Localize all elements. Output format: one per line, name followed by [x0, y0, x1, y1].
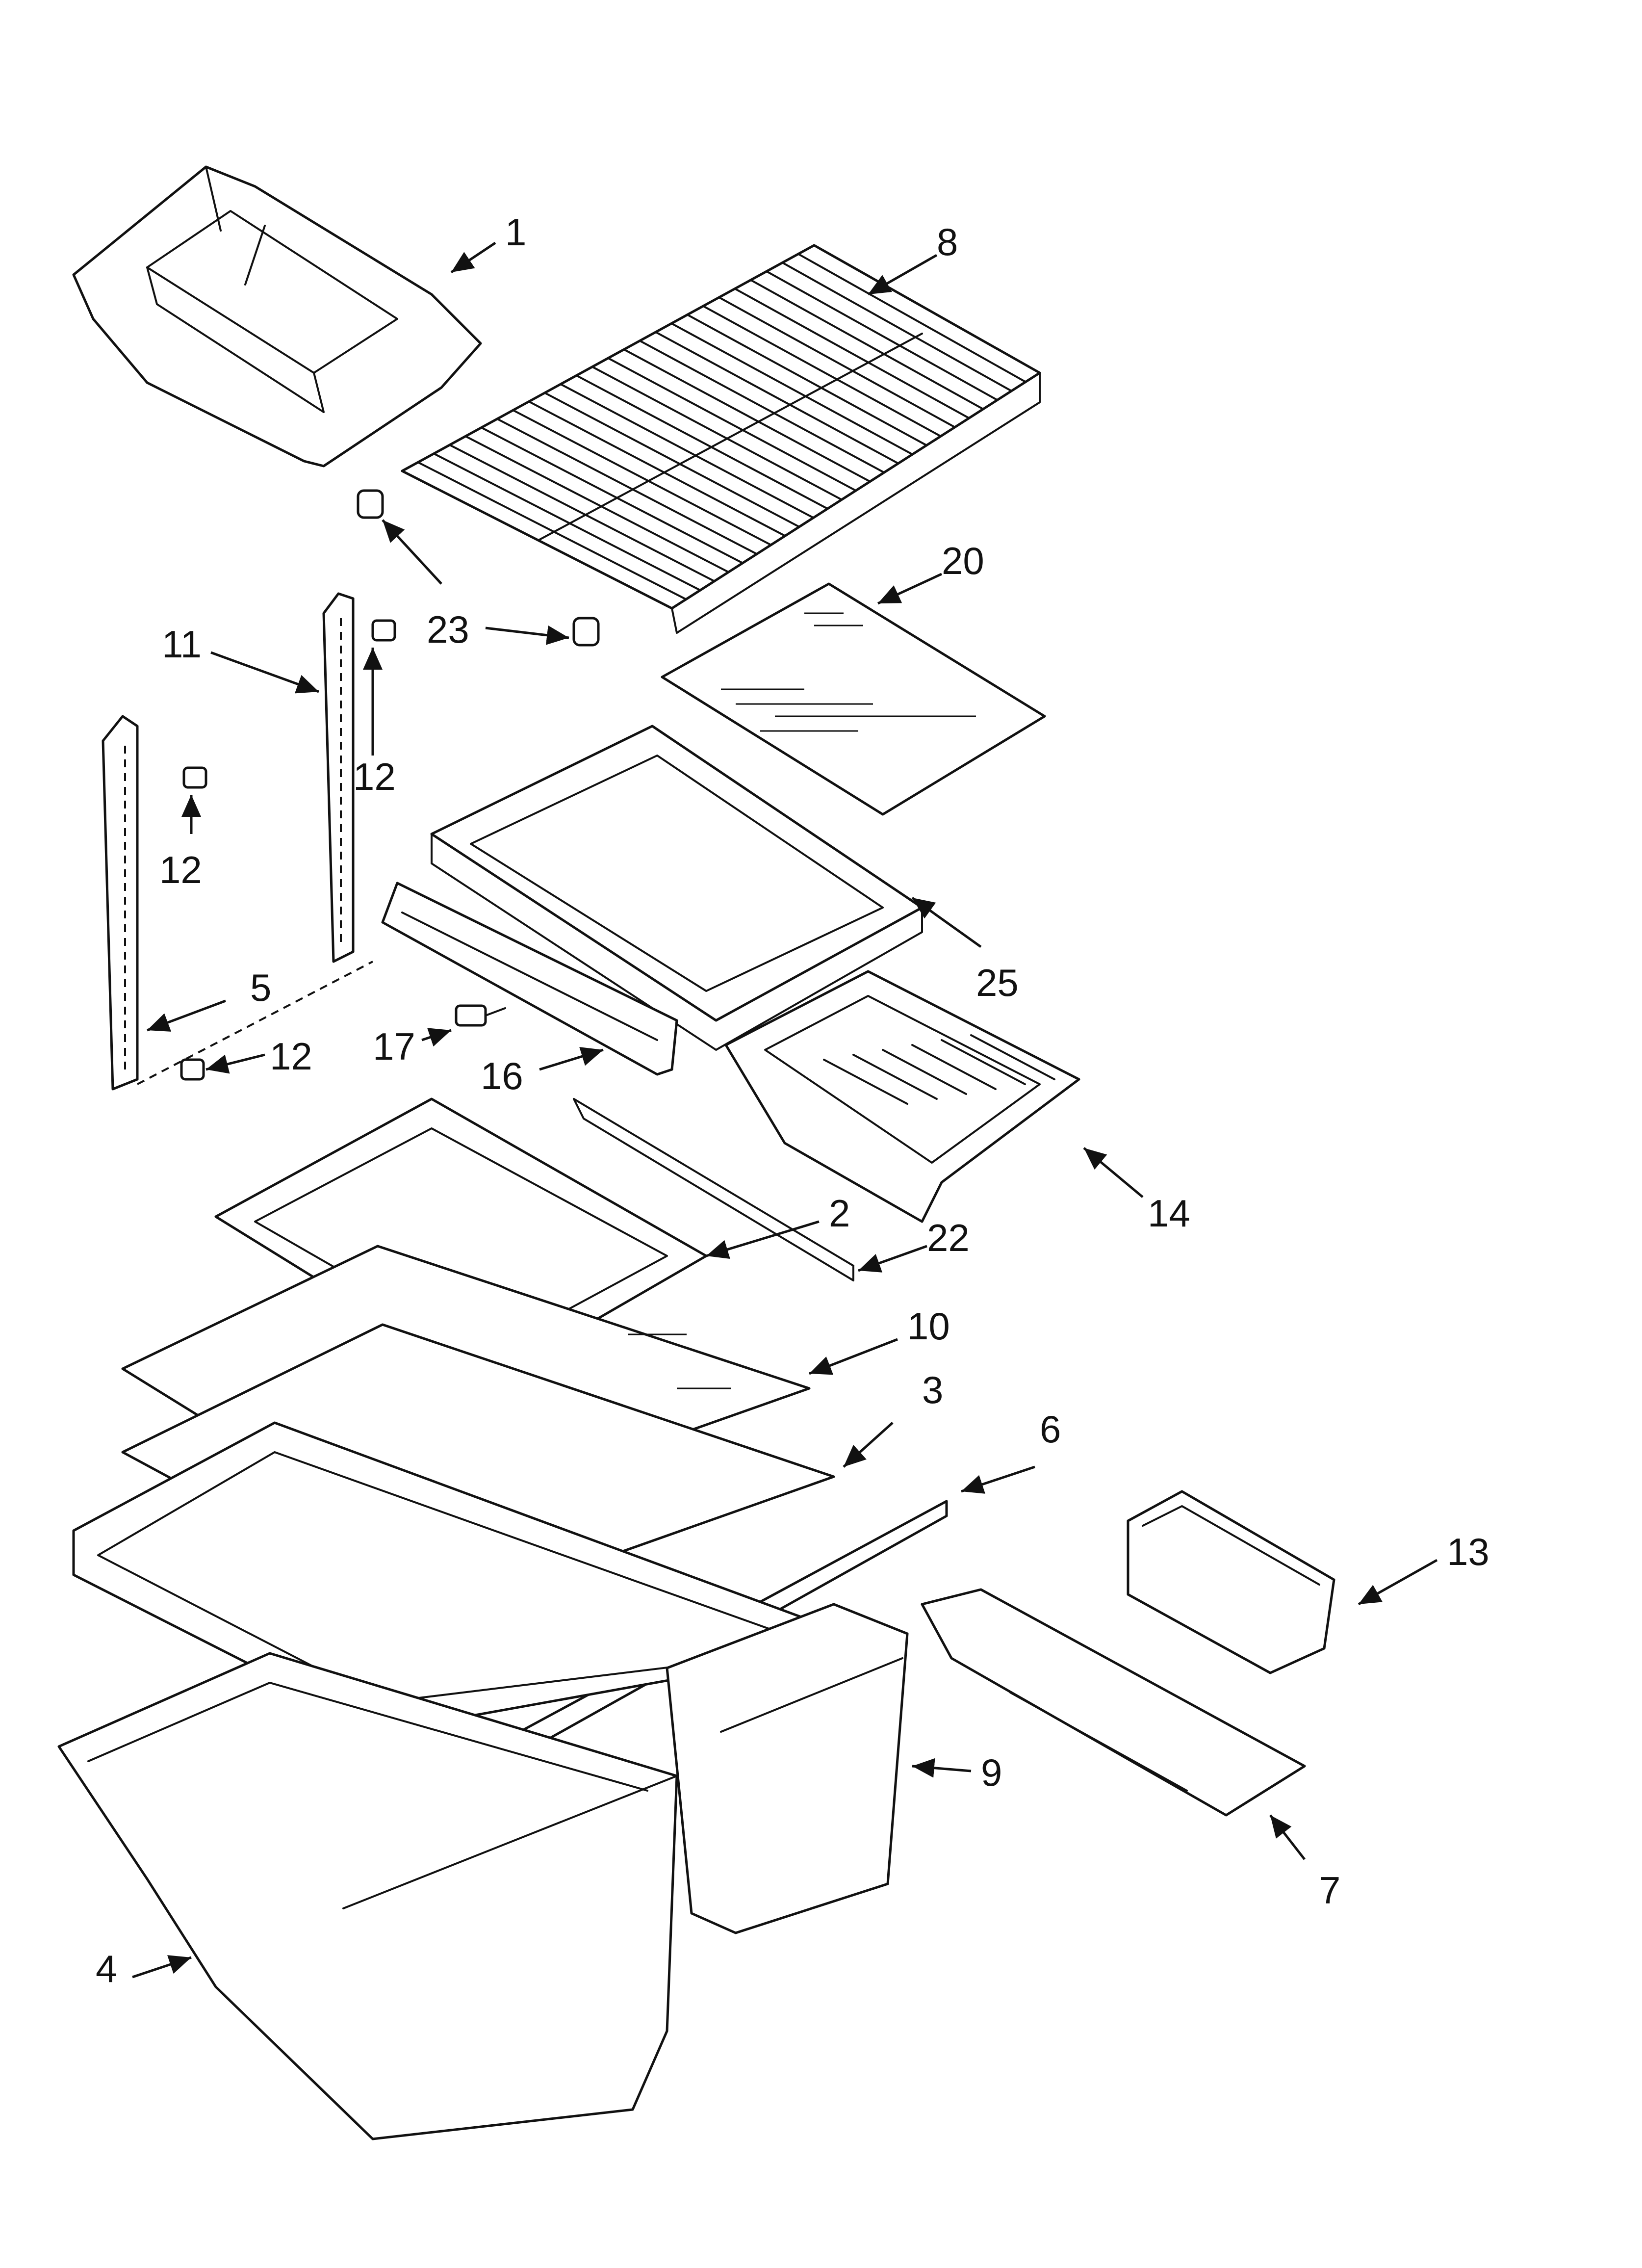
leader-lines: [132, 241, 1438, 1979]
part-7-shelf-rail: [921, 1588, 1306, 1817]
wire-rod: [433, 452, 701, 592]
wire-rod: [781, 261, 1013, 392]
drawer-rib: [911, 1044, 997, 1090]
wire-rod: [797, 253, 1027, 383]
wire-rod: [512, 409, 772, 546]
wire-rod: [686, 313, 928, 446]
callout-10: 10: [907, 1304, 950, 1348]
callout-12: 12: [159, 848, 202, 891]
part-16-support-rail: [381, 882, 678, 1076]
callout-12: 12: [270, 1035, 312, 1078]
drawer-rib: [882, 1049, 967, 1095]
wire-rod: [575, 374, 829, 510]
part-9-crisper-drawer: [666, 1603, 909, 1934]
wire-rod: [734, 287, 970, 419]
part-22-shelf-rail: [573, 1098, 854, 1281]
wire-rod: [718, 296, 956, 428]
wire-rod: [543, 391, 800, 528]
callout-17: 17: [373, 1025, 415, 1068]
callout-7: 7: [1319, 1869, 1340, 1912]
callout-23: 23: [427, 608, 469, 651]
wire-rod: [464, 435, 730, 574]
callout-14: 14: [1148, 1192, 1190, 1235]
part-20-glass-panel: [661, 582, 1046, 816]
wire-rod: [480, 426, 744, 564]
wire-rod: [639, 339, 885, 474]
callout-4: 4: [96, 1947, 117, 1990]
callout-9: 9: [981, 1751, 1002, 1794]
wire-rod: [528, 400, 786, 537]
callout-1: 1: [505, 210, 526, 254]
callout-8: 8: [937, 220, 958, 263]
callout-20: 20: [942, 539, 984, 582]
drawer-rib: [823, 1059, 908, 1105]
drawer-rib: [852, 1054, 938, 1100]
wire-rod: [448, 443, 716, 582]
wire-rod: [591, 365, 843, 501]
part-8-wire-shelf: [401, 244, 1041, 634]
wire-rod: [766, 270, 999, 401]
part-14-drawer: [724, 970, 1080, 1223]
wire-rod: [654, 331, 899, 465]
wire-rod: [702, 305, 942, 438]
part-11-rail: [322, 592, 355, 963]
wire-rod: [670, 322, 914, 456]
callout-5: 5: [250, 966, 271, 1009]
callout-3: 3: [922, 1368, 943, 1411]
callout-11: 11: [162, 623, 202, 666]
callout-labels: 1 2 3 4 5 6 7 8 9 10 11 12 12 12 13 14 1…: [96, 210, 1489, 1990]
part-4-crisper-drawer: [57, 1652, 678, 2140]
part-17-screw: [455, 1004, 506, 1027]
callout-22: 22: [927, 1216, 970, 1259]
wire-rod: [749, 279, 984, 410]
drawer-rib: [970, 1034, 1055, 1080]
wire-rod: [417, 461, 687, 600]
callout-25: 25: [976, 961, 1019, 1004]
drawer-rib: [941, 1039, 1026, 1085]
part-1-storage-bin: [72, 165, 482, 468]
wire-rod: [560, 383, 815, 519]
wire-rod: [496, 417, 758, 555]
callout-12: 12: [353, 755, 396, 798]
part-12-screw: [180, 619, 396, 1081]
part-5-rail: [102, 715, 373, 1091]
part-23-shelf-support: [357, 489, 600, 647]
callout-2: 2: [829, 1192, 850, 1235]
part-13-utility-bin: [1127, 1490, 1335, 1674]
callout-6: 6: [1040, 1408, 1061, 1451]
callout-13: 13: [1447, 1530, 1489, 1573]
callout-16: 16: [481, 1054, 523, 1097]
wire-rod: [623, 348, 871, 483]
wire-rod: [607, 357, 857, 492]
